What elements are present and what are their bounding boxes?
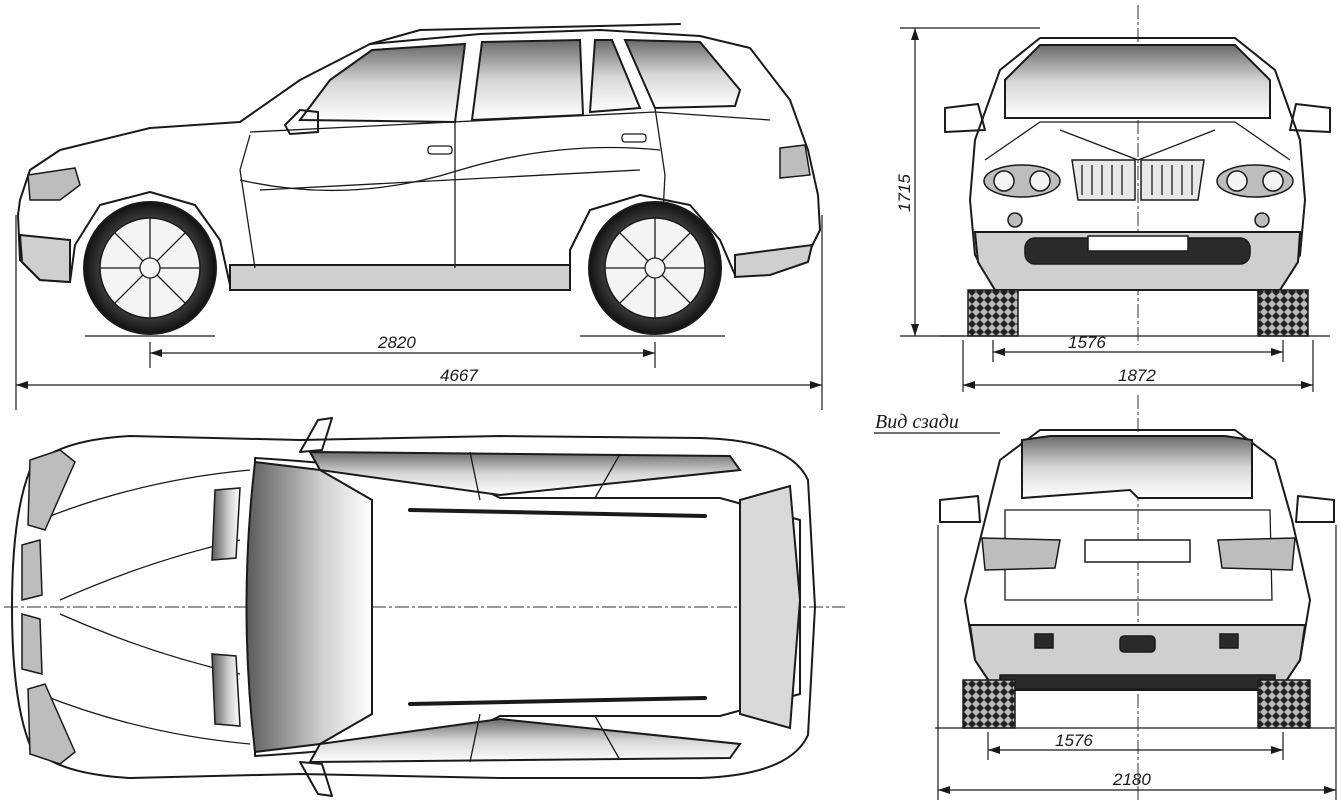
dim-rear-track: 1576: [1055, 731, 1093, 750]
dim-front-track: 1576: [1068, 333, 1106, 352]
rear-view-label: Вид сзади: [875, 411, 959, 433]
dim-height: 1715: [895, 174, 914, 212]
side-view: 2820 4667: [15, 23, 823, 410]
dim-width-front: 1872: [1118, 366, 1156, 385]
dim-width-mirrors: 2180: [1112, 770, 1151, 789]
front-view: 1715 1576 1872: [895, 5, 1331, 392]
dim-wheelbase: 2820: [377, 333, 416, 352]
rear-view: Вид сзади 1576 21: [874, 395, 1337, 800]
top-view: [4, 417, 845, 797]
dim-length: 4667: [440, 366, 478, 385]
